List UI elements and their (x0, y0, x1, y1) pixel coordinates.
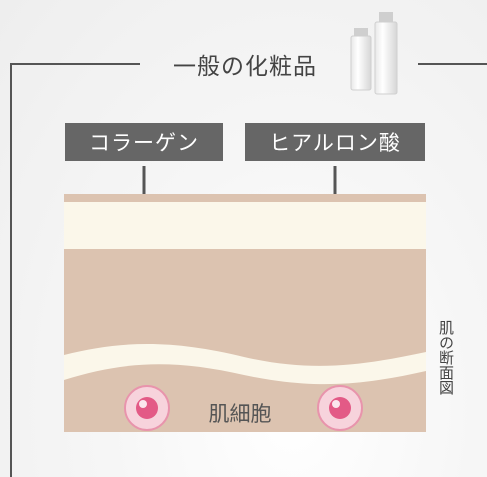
frame-line-right-horizontal (418, 63, 487, 65)
diagram-caption: 肌の断面図 (437, 320, 455, 395)
diagram-title: 一般の化粧品 (173, 54, 317, 80)
skin-cells-label: 肌細胞 (208, 402, 272, 426)
frame-line-left-horizontal (10, 63, 140, 65)
collagen-label: コラーゲン (65, 123, 223, 161)
hyaluronic-acid-label: ヒアルロン酸 (245, 123, 425, 161)
skin-wave-layer (64, 343, 426, 385)
skin-surface-layer (64, 202, 426, 249)
skin-cell-icon (317, 385, 363, 431)
cosmetic-bottles-icon (350, 12, 398, 95)
frame-line-left-vertical (10, 63, 12, 477)
skin-cell-icon (124, 385, 170, 431)
